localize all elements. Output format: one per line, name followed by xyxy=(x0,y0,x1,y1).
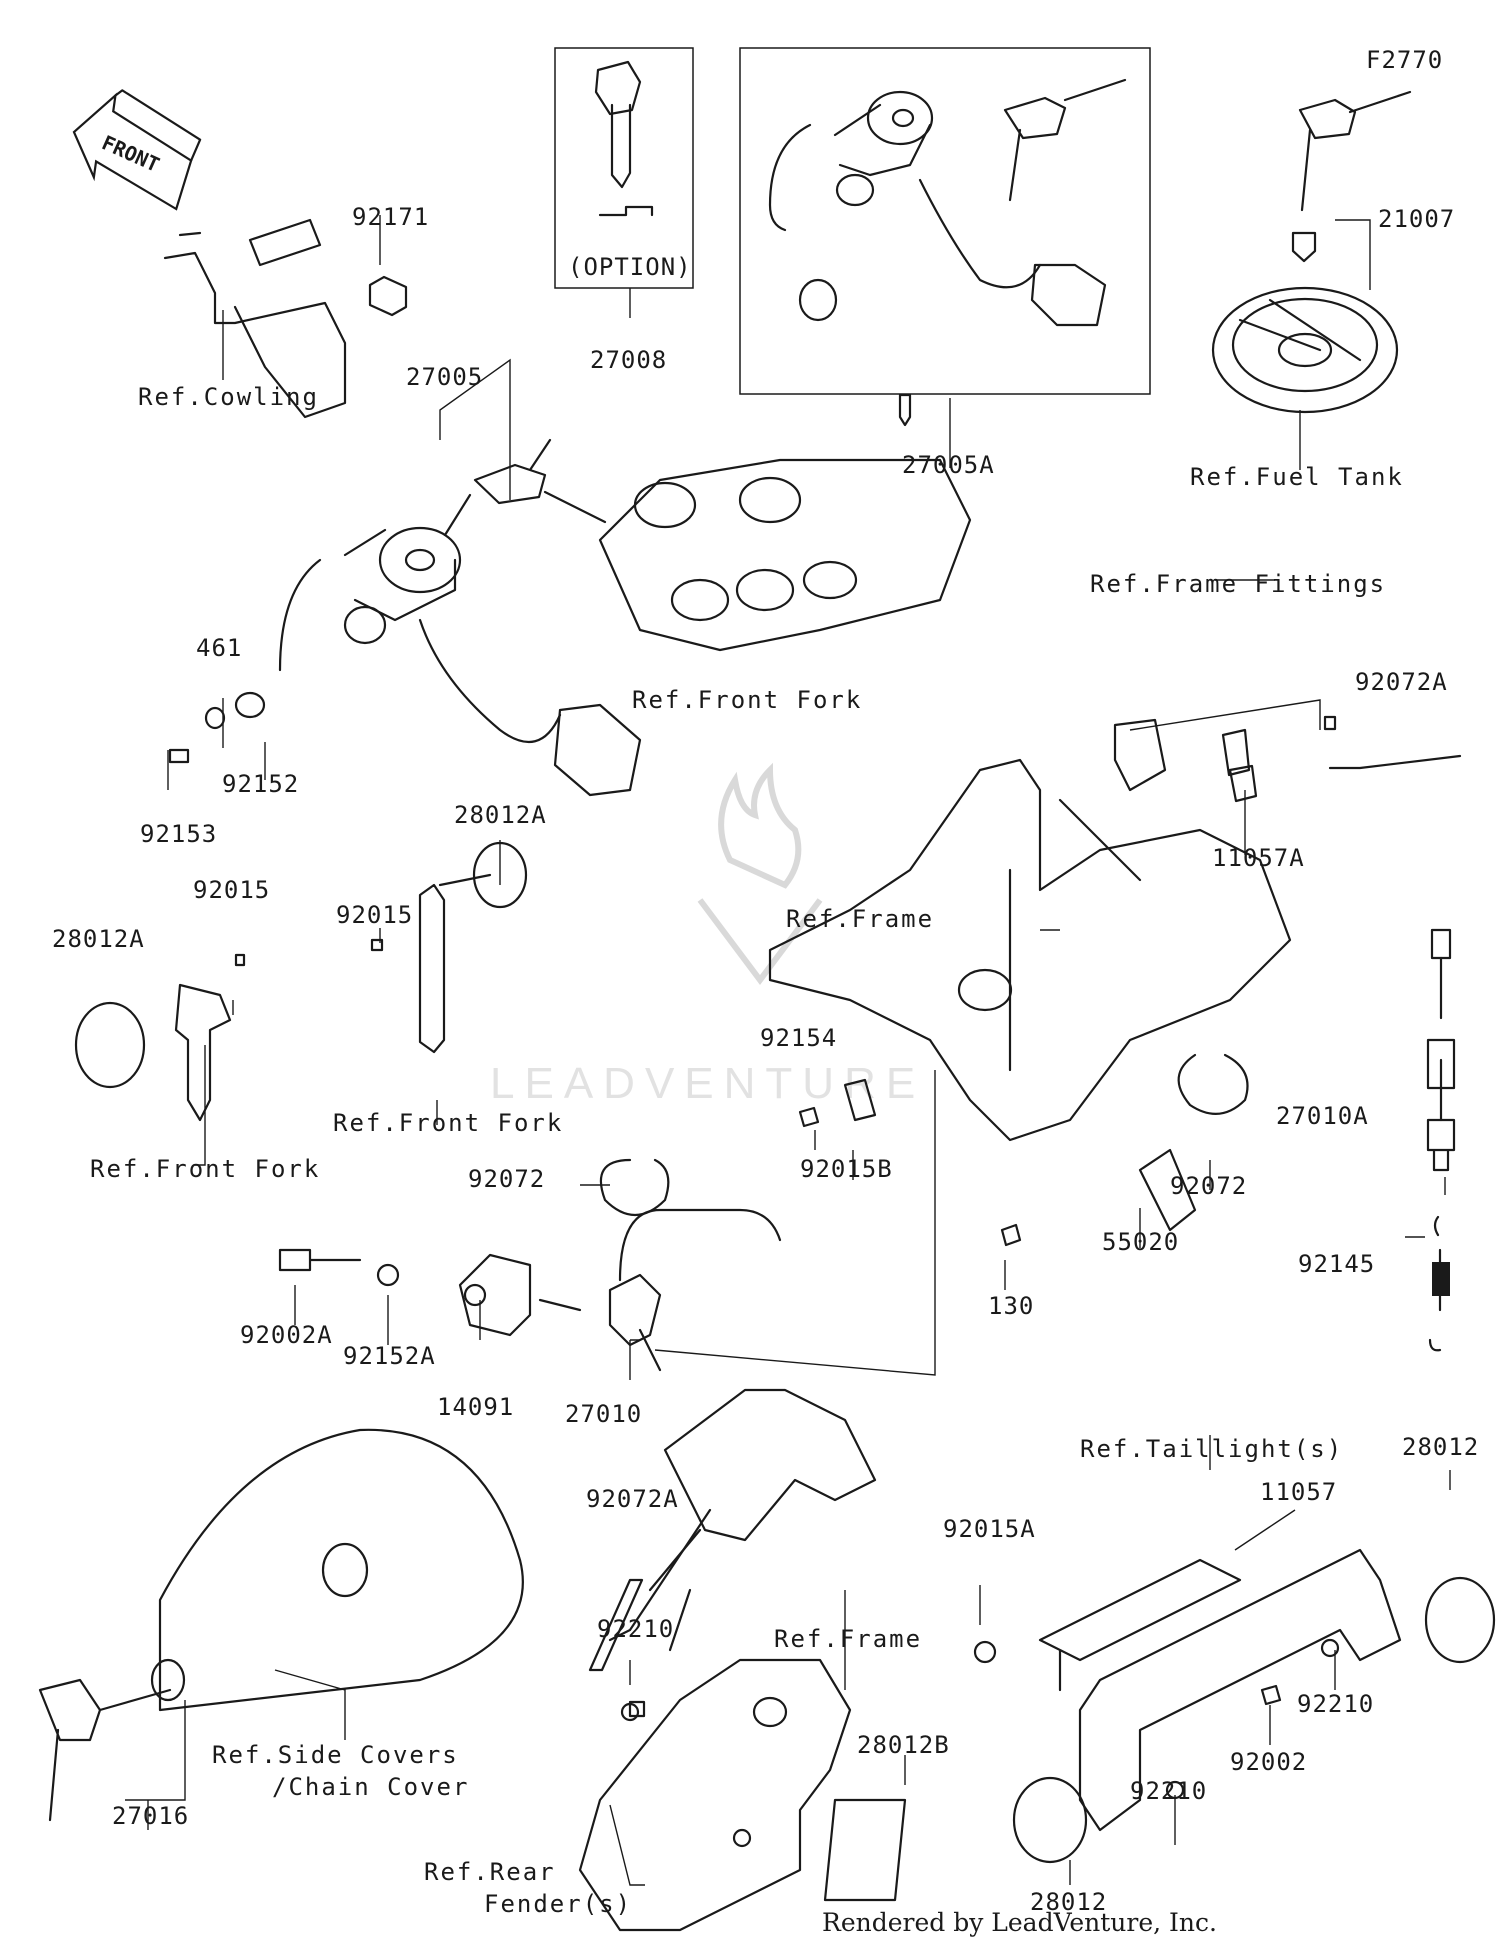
watermark-logo xyxy=(697,762,823,985)
part-label-27005A[interactable]: 27005A xyxy=(902,451,995,479)
part-label-92210-bottom[interactable]: 92210 xyxy=(1130,1777,1208,1805)
watermark-text: LEADVENTURE xyxy=(490,1059,925,1108)
figure-code: F2770 xyxy=(1366,46,1444,74)
part-label-461[interactable]: 461 xyxy=(196,634,243,662)
part-label-11057A[interactable]: 11057A xyxy=(1212,844,1305,872)
part-label-92002[interactable]: 92002 xyxy=(1230,1748,1308,1776)
part-label-130[interactable]: 130 xyxy=(988,1292,1035,1320)
ref-front-fork-mid[interactable]: Ref.Front Fork xyxy=(333,1109,564,1137)
ref-taillights[interactable]: Ref.Taillight(s) xyxy=(1080,1435,1344,1463)
frame-illustration xyxy=(768,718,1292,1142)
cable-tie-lower xyxy=(588,1578,644,1672)
option-label: (OPTION) xyxy=(568,253,692,281)
sidestand-switch-illustration xyxy=(278,1208,782,1372)
part-label-27016[interactable]: 27016 xyxy=(112,1802,190,1830)
part-label-92210-left[interactable]: 92210 xyxy=(597,1615,675,1643)
license-bracket-illustration xyxy=(620,1548,1496,1864)
part-label-92152A[interactable]: 92152A xyxy=(343,1342,436,1370)
side-cover-illustration xyxy=(38,1428,524,1822)
part-label-21007[interactable]: 21007 xyxy=(1378,205,1456,233)
part-label-92145[interactable]: 92145 xyxy=(1298,1250,1376,1278)
part-label-14091[interactable]: 14091 xyxy=(437,1393,515,1421)
part-label-92153[interactable]: 92153 xyxy=(140,820,218,848)
rear-frame-illustration xyxy=(608,1388,877,1652)
reflector-bracket-fork xyxy=(370,841,528,1054)
ref-rear-fender-line2[interactable]: Fender(s) xyxy=(484,1890,633,1918)
cowling-bracket-illustration xyxy=(163,218,408,419)
part-label-28012-upper[interactable]: 28012 xyxy=(1402,1433,1480,1461)
part-label-92072A-upper[interactable]: 92072A xyxy=(1355,668,1448,696)
front-arrow-icon xyxy=(72,89,202,211)
ignition-switch-illustration xyxy=(278,438,642,797)
footer-credit: Rendered by LeadVenture, Inc. xyxy=(822,1908,1217,1937)
part-label-92154[interactable]: 92154 xyxy=(760,1024,838,1052)
part-label-92072A-lower[interactable]: 92072A xyxy=(586,1485,679,1513)
rear-fender-illustration xyxy=(578,1658,907,1932)
ref-cowling[interactable]: Ref.Cowling xyxy=(138,383,319,411)
part-label-28012-lower[interactable]: 28012 xyxy=(1030,1888,1108,1916)
part-label-92152[interactable]: 92152 xyxy=(222,770,300,798)
part-label-28012A-center[interactable]: 28012A xyxy=(454,801,547,829)
part-label-27005[interactable]: 27005 xyxy=(406,363,484,391)
part-label-27008[interactable]: 27008 xyxy=(590,346,668,374)
clamp-band-right xyxy=(1177,1053,1249,1115)
part-label-27010[interactable]: 27010 xyxy=(565,1400,643,1428)
part-label-92002A[interactable]: 92002A xyxy=(240,1321,333,1349)
ref-front-fork-left[interactable]: Ref.Front Fork xyxy=(90,1155,321,1183)
ignition-kit-box xyxy=(739,47,1151,427)
leader-lines xyxy=(125,215,1451,1886)
triple-clamp-illustration xyxy=(598,458,972,652)
reflector-bracket-left xyxy=(74,953,246,1122)
part-label-92015B[interactable]: 92015B xyxy=(800,1155,893,1183)
fuel-cap-illustration xyxy=(1211,90,1412,414)
part-label-92171[interactable]: 92171 xyxy=(352,203,430,231)
ref-side-covers-line1[interactable]: Ref.Side Covers xyxy=(212,1741,459,1769)
part-label-55020[interactable]: 55020 xyxy=(1102,1228,1180,1256)
fastener-set xyxy=(168,691,1462,1247)
ref-fuel-tank[interactable]: Ref.Fuel Tank xyxy=(1190,463,1404,491)
part-label-92015A[interactable]: 92015A xyxy=(943,1515,1036,1543)
part-label-92072-right[interactable]: 92072 xyxy=(1170,1172,1248,1200)
clamp-band-upper xyxy=(599,1158,670,1216)
ref-side-covers-line2[interactable]: /Chain Cover xyxy=(272,1773,470,1801)
ref-front-fork-upper[interactable]: Ref.Front Fork xyxy=(632,686,863,714)
part-label-28012B[interactable]: 28012B xyxy=(857,1731,950,1759)
ref-rear-fender-line1[interactable]: Ref.Rear xyxy=(424,1858,556,1886)
ref-frame-lower[interactable]: Ref.Frame xyxy=(774,1625,923,1653)
part-label-92015-center[interactable]: 92015 xyxy=(336,901,414,929)
part-label-92210-right[interactable]: 92210 xyxy=(1297,1690,1375,1718)
kickstand-switch-illustration xyxy=(1426,928,1456,1352)
part-label-28012A-left[interactable]: 28012A xyxy=(52,925,145,953)
part-label-27010A[interactable]: 27010A xyxy=(1276,1102,1369,1130)
part-label-92015-left[interactable]: 92015 xyxy=(193,876,271,904)
part-label-11057[interactable]: 11057 xyxy=(1260,1478,1338,1506)
part-label-92072-upper[interactable]: 92072 xyxy=(468,1165,546,1193)
ref-frame-upper[interactable]: Ref.Frame xyxy=(786,905,935,933)
option-key-box xyxy=(554,47,694,289)
ref-frame-fittings[interactable]: Ref.Frame Fittings xyxy=(1090,570,1387,598)
